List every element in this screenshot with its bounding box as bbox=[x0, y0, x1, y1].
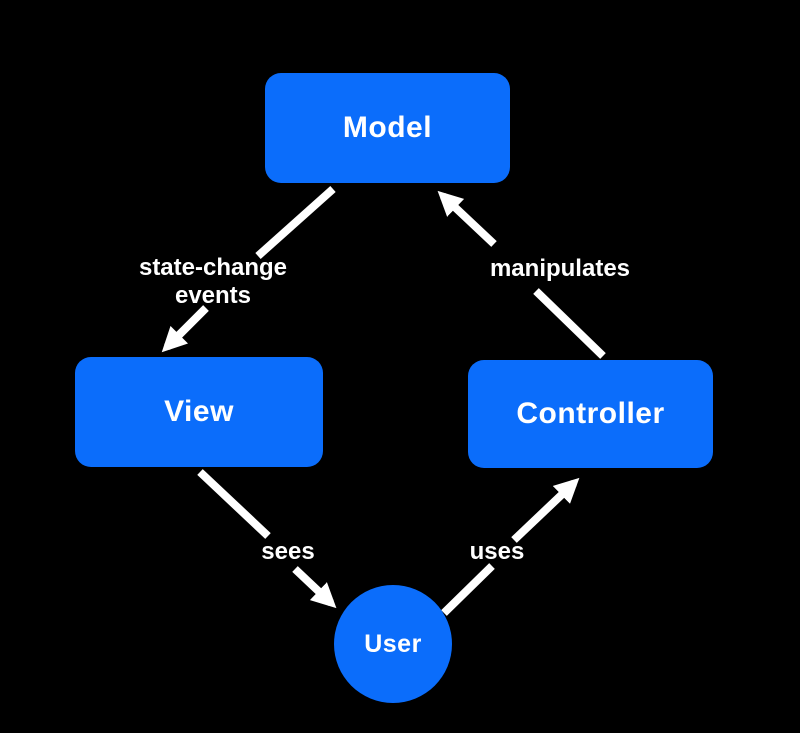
arrow-model-to-view-seg2 bbox=[161, 305, 209, 353]
arrow-view-to-user-seg2 bbox=[292, 566, 337, 609]
arrow-user-to-controller-seg2 bbox=[511, 477, 580, 543]
arrow-controller-to-model-seg2 bbox=[437, 190, 497, 247]
node-user-label: User bbox=[364, 629, 422, 658]
arrow-model-to-view-seg1 bbox=[255, 186, 336, 259]
node-user: User bbox=[334, 585, 452, 703]
node-view-label: View bbox=[164, 395, 234, 428]
node-controller: Controller bbox=[468, 360, 713, 468]
edge-label-state-change-line2: events bbox=[174, 282, 252, 309]
edge-label-sees: sees bbox=[261, 538, 315, 565]
node-controller-label: Controller bbox=[516, 397, 665, 430]
edge-label-manipulates: manipulates bbox=[489, 255, 631, 282]
arrow-controller-to-model-seg1 bbox=[533, 288, 606, 359]
edge-label-state-change-line1: state-change bbox=[138, 254, 288, 281]
edge-label-uses: uses bbox=[469, 538, 525, 565]
edge-label-state-change-events: state-change events bbox=[98, 254, 328, 310]
arrow-user-to-controller-seg1 bbox=[441, 563, 495, 616]
arrow-view-to-user-seg1 bbox=[197, 469, 271, 539]
node-model: Model bbox=[265, 73, 510, 183]
node-view: View bbox=[75, 357, 323, 467]
node-model-label: Model bbox=[342, 111, 433, 144]
